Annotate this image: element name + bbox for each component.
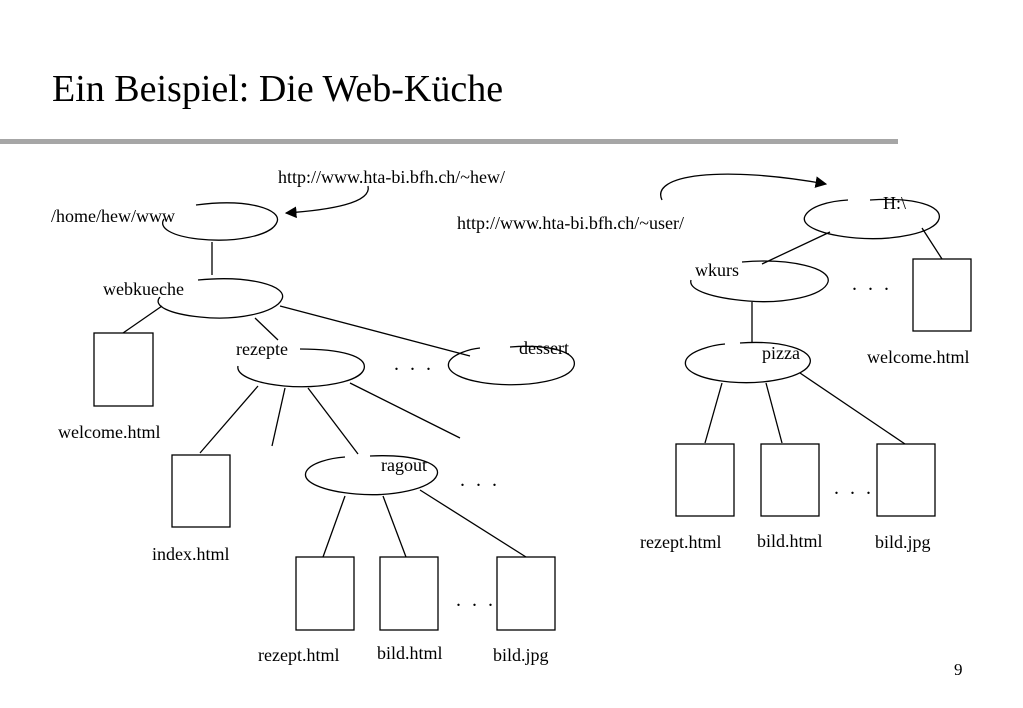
rezepte-folder-node [237, 348, 365, 388]
wkurs-folder-node [690, 260, 829, 303]
right-bildhtml-file-label: bild.html [757, 531, 823, 551]
edge-webkueche-rezepte [254, 317, 279, 341]
dessert-folder-node [447, 345, 575, 386]
webkueche-folder-label: webkueche [103, 279, 184, 299]
edge-pizza-bildjpg [799, 372, 906, 445]
left-rezept-file-icon [295, 556, 355, 631]
root-folder-node [162, 202, 279, 241]
right-bildjpg-file-label: bild.jpg [875, 532, 931, 552]
left-bildhtml-file-icon [379, 556, 439, 631]
root-folder-label: /home/hew/www [51, 206, 175, 226]
right-welcome-file-label: welcome.html [867, 347, 969, 367]
pizza-folder-label: pizza [762, 343, 800, 363]
page-number: 9 [954, 660, 963, 679]
right-welcome-file-icon [912, 258, 972, 332]
webkueche-folder-node [157, 278, 284, 319]
rezepte-folder-label: rezepte [236, 339, 288, 359]
edge-rezepte-more [349, 382, 461, 439]
edge-rezepte-unnamed [271, 387, 286, 447]
right-url-arrow [660, 173, 828, 201]
index-file-icon [171, 454, 231, 528]
left-ragout-ellipsis: . . . [460, 469, 500, 491]
edge-rezepte-index [199, 385, 259, 454]
right-top-ellipsis: . . . [852, 273, 892, 295]
left-url-label: http://www.hta-bi.bfh.ch/~hew/ [278, 167, 505, 187]
edge-h-welcome [921, 227, 943, 260]
left-welcome-file-icon [93, 332, 154, 407]
edge-ragout-bildjpg [419, 489, 527, 558]
right-bildhtml-file-icon [760, 443, 820, 517]
left-welcome-file-label: welcome.html [58, 422, 160, 442]
left-files-ellipsis: . . . [456, 589, 496, 611]
pizza-folder-node [684, 341, 811, 384]
left-mid-ellipsis: . . . [394, 353, 434, 375]
right-url-label: http://www.hta-bi.bfh.ch/~user/ [457, 213, 684, 233]
right-rezept-file-label: rezept.html [640, 532, 721, 552]
ragout-folder-node [304, 455, 439, 496]
left-bildjpg-file-label: bild.jpg [493, 645, 549, 665]
edge-webkueche-dessert [279, 305, 471, 357]
h-drive-node [803, 198, 940, 240]
edge-ragout-bildhtml [382, 495, 407, 558]
edge-webkueche-welcome [122, 305, 163, 334]
right-rezept-file-icon [675, 443, 735, 517]
edge-ragout-rezept [322, 495, 346, 558]
edge-rezepte-ragout [307, 387, 359, 455]
left-rezept-file-label: rezept.html [258, 645, 339, 665]
edge-pizza-bildhtml [765, 382, 783, 444]
left-bildjpg-file-icon [496, 556, 556, 631]
ragout-folder-label: ragout [381, 455, 427, 475]
left-tree: http://www.hta-bi.bfh.ch/~hew/ /home/hew… [51, 167, 575, 665]
wkurs-folder-label: wkurs [695, 260, 739, 280]
right-tree: http://www.hta-bi.bfh.ch/~user/ H:\ wkur… [457, 173, 972, 552]
edge-pizza-rezept [704, 382, 723, 444]
slide-title: Ein Beispiel: Die Web-Küche [52, 68, 504, 110]
title-divider [0, 139, 898, 144]
left-url-arrow [284, 185, 369, 219]
right-bildjpg-file-icon [876, 443, 936, 517]
h-drive-label: H:\ [883, 193, 906, 213]
edge-h-wkurs [761, 231, 831, 265]
index-file-label: index.html [152, 544, 230, 564]
left-bildhtml-file-label: bild.html [377, 643, 443, 663]
right-files-ellipsis: . . . [834, 477, 874, 499]
dessert-folder-label: dessert [519, 338, 569, 358]
